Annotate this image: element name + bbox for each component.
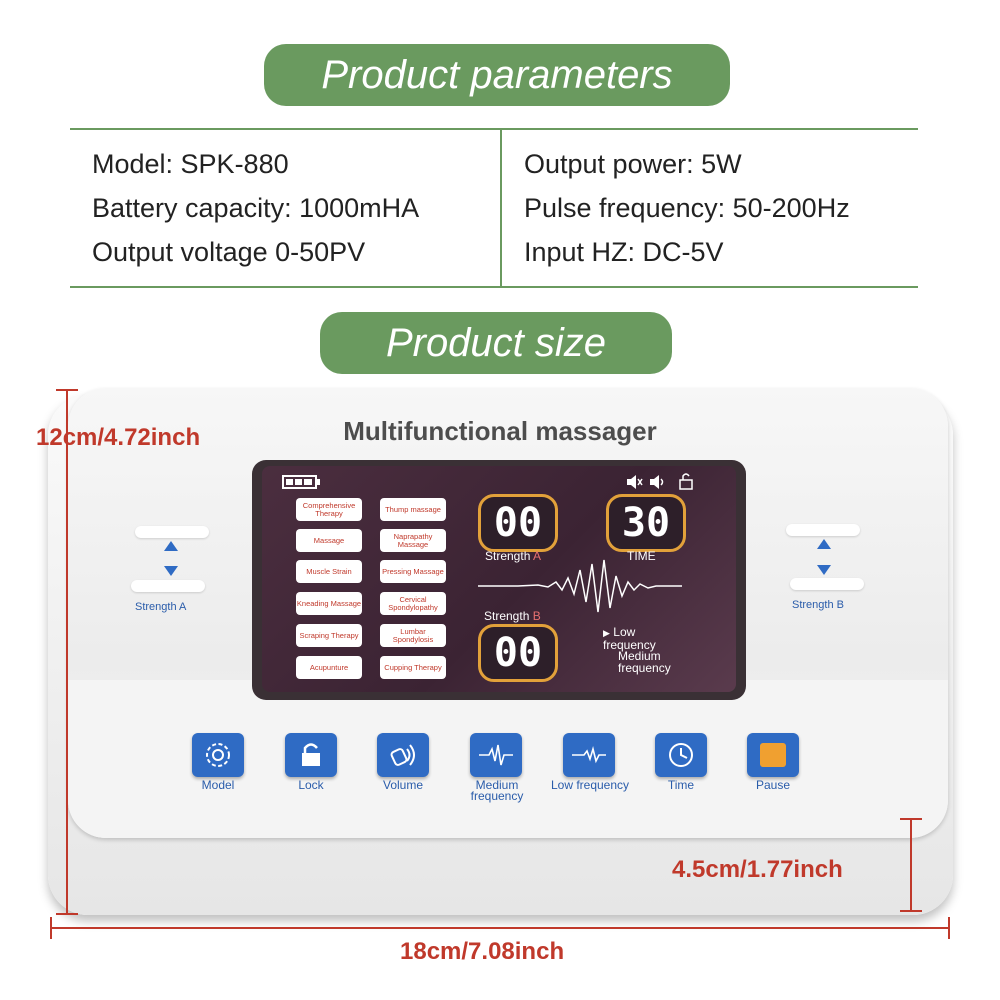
parameters-bottom-rule [70,286,918,288]
width-dimension-cap-left [50,917,52,939]
strength-b-down-icon[interactable] [817,565,831,575]
volume-icon [390,744,415,766]
volume-button-label: Volume [382,778,424,792]
lock-button-label: Lock [298,778,324,792]
pause-icon [760,743,786,767]
height-dimension-line [66,389,68,915]
strength-a-up-icon[interactable] [164,541,178,551]
battery-icon [282,475,320,489]
speaker-icon [650,475,664,489]
strength-b-lcd-label: Strength B [484,609,541,623]
pulse-icon [572,745,606,764]
parameters-top-rule [70,128,918,130]
mode-massage: Massage [296,529,362,552]
strength-a-lcd-label: Strength A [485,549,542,563]
spec-power: Output power: 5W [524,149,742,179]
strength-b-up-icon[interactable] [817,539,831,549]
time-button-label: Time [667,778,695,792]
spec-battery: Battery capacity: 1000mHA [92,193,420,223]
clock-icon [669,743,693,767]
medium-frequency-button-label: Medium frequency [470,778,524,803]
strength-b-bar-bottom [790,578,864,590]
waveform-graphic [478,559,682,613]
depth-dimension-label: 4.5cm/1.77inch [672,856,843,883]
width-dimension-cap-right [948,917,950,939]
specs-left: Model: SPK-880 Battery capacity: 1000mHA… [92,142,419,274]
model-button-label: Model [201,778,235,792]
height-dimension-cap-bottom [56,913,78,915]
low-frequency-button-label: Low frequency [550,778,630,792]
mode-comprehensive-therapy: Comprehensive Therapy [296,498,362,521]
indicator-arrow-icon: ▶ [603,628,610,638]
pulse-icon [479,744,513,766]
height-dimension-label: 12cm/4.72inch [36,424,201,451]
parameters-heading: Product parameters [264,44,730,106]
strength-a-bar-bottom [131,580,205,592]
mode-scraping-therapy: Scraping Therapy [296,624,362,647]
lock-button[interactable] [285,733,337,777]
parameters-divider [500,128,502,288]
spec-model: Model: SPK-880 [92,149,289,179]
mode-thump-massage: Thump massage [380,498,446,521]
specs-right: Output power: 5W Pulse frequency: 50-200… [524,142,850,274]
mode-kneading-massage: Kneading Massage [296,592,362,615]
strength-a-side-label: Strength A [135,601,187,613]
strength-a-down-icon[interactable] [164,566,178,576]
time-lcd-label: TIME [627,549,656,563]
depth-dimension-cap-top [900,818,922,820]
mode-pressing-massage: Pressing Massage [380,560,446,583]
width-dimension-line [50,927,950,929]
time-display: 30 [606,494,686,552]
spec-voltage: Output voltage 0-50PV [92,237,366,267]
mode-lumbar-spondylosis: Lumbar Spondylosis [380,624,446,647]
low-frequency-indicator: ▶ Low frequency [603,625,656,652]
volume-button[interactable] [377,733,429,777]
strength-b-bar-top [786,524,860,536]
low-frequency-button[interactable] [563,733,615,777]
mode-muscle-strain: Muscle Strain [296,560,362,583]
strength-a-display: 00 [478,494,558,552]
medium-frequency-button[interactable] [470,733,522,777]
device-title: Multifunctional massager [343,416,657,446]
mode-cervical-spondylopathy: Cervical Spondylopathy [380,592,446,615]
unlock-icon [679,473,693,490]
strength-a-bar-top [135,526,209,538]
width-dimension-label: 18cm/7.08inch [400,938,565,965]
mode-naprapathy-massage: Naprapathy Massage [380,529,446,552]
height-dimension-cap-top [56,389,78,391]
strength-b-side-label: Strength B [792,599,844,611]
model-button[interactable] [192,733,244,777]
spec-input: Input HZ: DC-5V [524,237,724,267]
mute-icon [627,475,643,489]
gear-icon [206,743,230,767]
time-button[interactable] [655,733,707,777]
mode-acupunture: Acupunture [296,656,362,679]
size-heading: Product size [320,312,672,374]
pause-button[interactable] [747,733,799,777]
depth-dimension-cap-bottom [900,910,922,912]
strength-b-display: 00 [478,624,558,682]
mode-cupping-therapy: Cupping Therapy [380,656,446,679]
pause-button-label: Pause [755,778,791,792]
depth-dimension-line [910,818,912,912]
spec-pulse: Pulse frequency: 50-200Hz [524,193,850,223]
medium-frequency-indicator: Medium frequency [618,649,671,675]
lock-icon [302,743,320,766]
